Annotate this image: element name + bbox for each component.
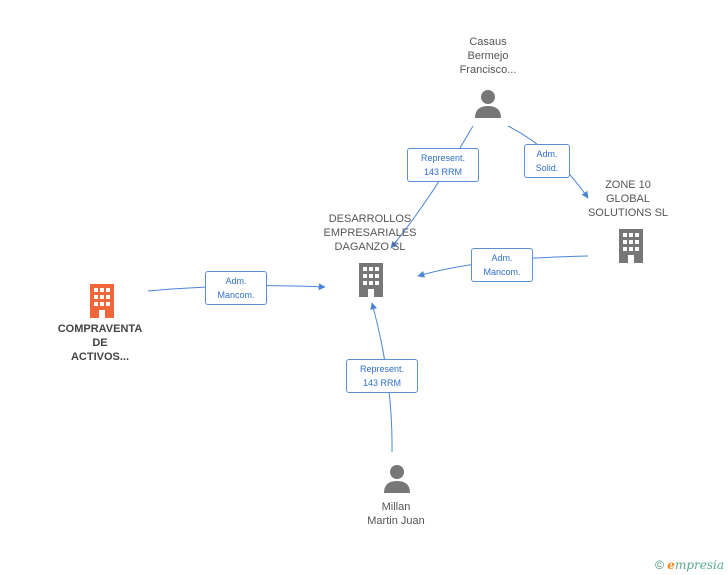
node-label-line: ZONE 10 (605, 179, 651, 191)
person-icon[interactable] (474, 89, 502, 119)
edge-label-line: Adm. (225, 276, 247, 286)
node-label-line: Bermejo (467, 50, 509, 62)
edge-label-compraventa-desarrollos: Adm. Mancom. (205, 271, 267, 305)
node-label-casaus[interactable]: Casaus Bermejo Francisco... (460, 35, 517, 77)
edge-casaus-desarrollos (390, 125, 474, 249)
person-icon[interactable] (383, 464, 411, 494)
node-label-compraventa[interactable]: COMPRAVENTA DE ACTIVOS... (58, 322, 143, 364)
node-label-line: COMPRAVENTA (57, 323, 143, 335)
node-label-line: Casaus (469, 36, 507, 48)
edge-label-line: 143 RRM (423, 167, 462, 177)
building-icon[interactable] (616, 229, 646, 263)
edge-label-line: Solid. (535, 163, 559, 173)
building-icon[interactable] (356, 263, 386, 297)
logo-e: e (667, 558, 675, 572)
node-label-line: DAGANZO SL (334, 241, 406, 253)
node-label-line: ACTIVOS... (70, 351, 130, 363)
node-label-line: SOLUTIONS SL (587, 207, 669, 219)
edge-label-casaus-zone10: Adm. Solid. (524, 144, 570, 178)
edge-label-millan-desarrollos: Represent. 143 RRM (346, 359, 418, 393)
node-label-line: Francisco... (459, 64, 517, 76)
edge-label-line: Represent. (420, 153, 466, 163)
node-label-line: DE (92, 337, 108, 349)
empresia-logo: empresia (667, 558, 724, 572)
node-label-line: GLOBAL (605, 193, 651, 205)
edge-label-line: Adm. (536, 149, 558, 159)
edge-label-line: Mancom. (217, 290, 255, 300)
edge-label-line: Adm. (491, 253, 513, 263)
building-icon[interactable] (87, 284, 117, 318)
edge-label-line: Represent. (359, 364, 405, 374)
copyright-symbol: © (655, 558, 664, 572)
edge-label-casaus-desarrollos: Represent. 143 RRM (407, 148, 479, 182)
node-label-line: Millan (381, 501, 411, 513)
edge-label-zone10-desarrollos: Adm. Mancom. (471, 248, 533, 282)
node-label-millan[interactable]: Millan Martin Juan (367, 500, 424, 528)
edge-label-line: Mancom. (483, 267, 521, 277)
empresia-watermark: © empresia (655, 558, 724, 572)
logo-text: mpresia (674, 558, 724, 572)
node-label-line: EMPRESARIALES (323, 227, 417, 239)
node-label-zone10[interactable]: ZONE 10 GLOBAL SOLUTIONS SL (588, 178, 668, 220)
edge-label-line: 143 RRM (362, 378, 401, 388)
node-label-line: Martin Juan (367, 515, 425, 527)
node-label-line: DESARROLLOS (328, 213, 412, 225)
node-label-desarrollos[interactable]: DESARROLLOS EMPRESARIALES DAGANZO SL (324, 212, 417, 254)
